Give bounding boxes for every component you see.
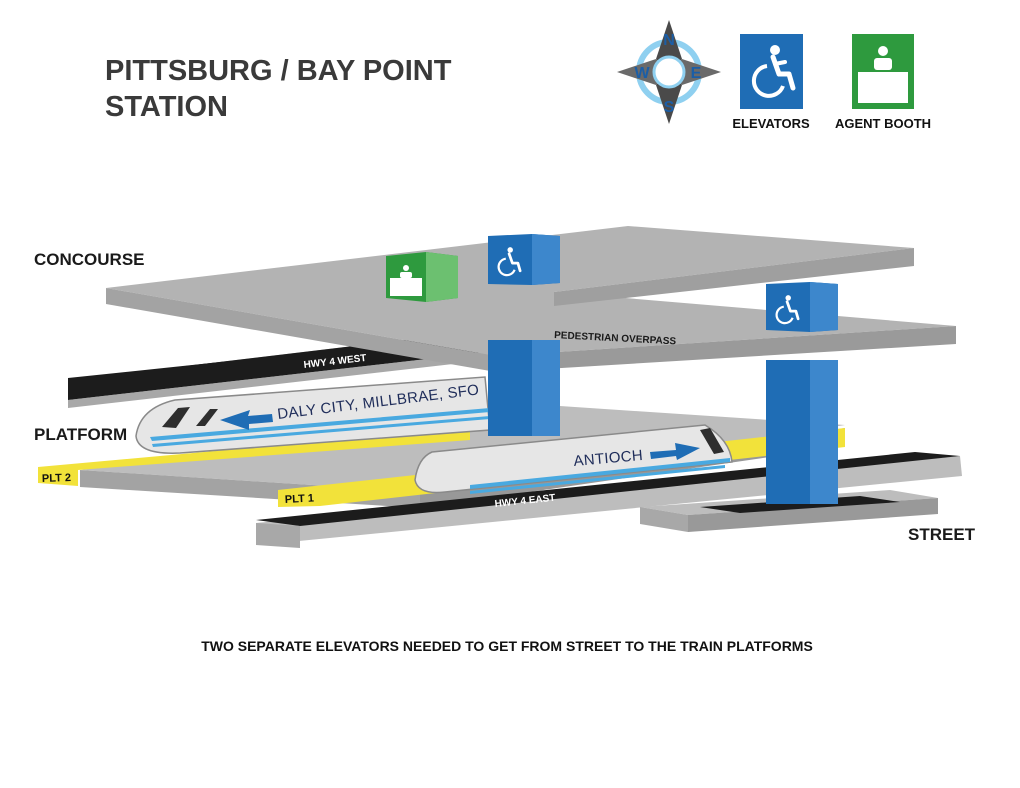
wheelchair-icon	[775, 295, 800, 325]
wheelchair-icon	[751, 45, 796, 98]
station-title-line1: PITTSBURG / BAY POINT	[105, 55, 452, 87]
agent-icon	[874, 46, 892, 70]
legend-agent-booth-label: AGENT BOOTH	[835, 116, 931, 131]
platform-2-edge	[38, 428, 470, 486]
legend-elevators-label: ELEVATORS	[732, 116, 810, 131]
compass-north: N	[663, 32, 675, 49]
arrow-right-icon	[650, 443, 700, 460]
level-platform-label: PLATFORM	[34, 425, 127, 444]
compass-south: S	[664, 99, 675, 116]
wheelchair-icon	[497, 247, 522, 277]
compass-icon: N S E W	[617, 20, 721, 124]
elevator-1	[488, 234, 560, 436]
legend-elevator: ELEVATORS	[732, 34, 810, 131]
compass-east: E	[691, 65, 702, 82]
plt1-label: PLT 1	[285, 492, 315, 506]
compass-west: W	[634, 65, 650, 82]
concourse-slab	[106, 226, 956, 372]
level-concourse-label: CONCOURSE	[34, 250, 145, 269]
street-slab	[640, 490, 938, 532]
train-eastbound	[414, 424, 733, 494]
eastbound-destination: ANTIOCH	[573, 447, 644, 470]
plt2-label: PLT 2	[42, 472, 72, 485]
footer-note: TWO SEPARATE ELEVATORS NEEDED TO GET FRO…	[201, 638, 813, 654]
level-street-label: STREET	[908, 525, 976, 544]
arrow-left-icon	[220, 410, 273, 430]
elevator-2	[766, 282, 838, 504]
station-title-line2: STATION	[105, 91, 228, 123]
agent-booth	[386, 252, 458, 302]
legend-agent-booth: AGENT BOOTH	[835, 34, 931, 131]
train-westbound	[135, 376, 491, 454]
